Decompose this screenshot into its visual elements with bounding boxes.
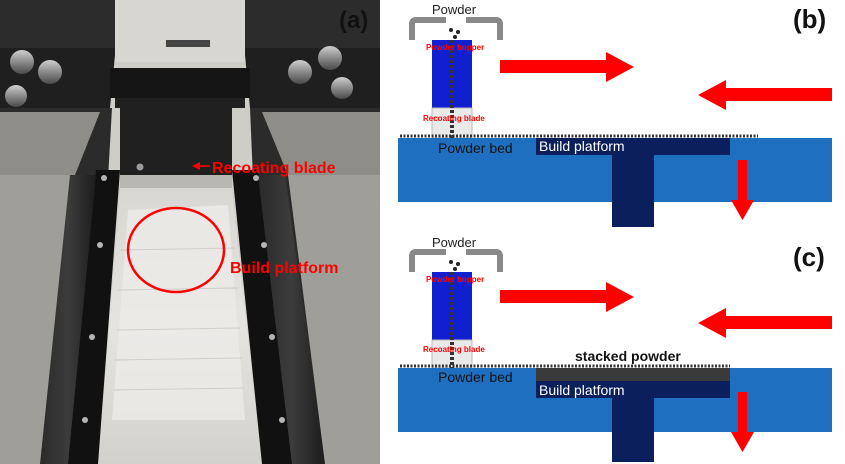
powder-hopper-label: Powder hopper [426, 43, 484, 52]
powder-grain [456, 262, 460, 266]
arrow-right-icon [500, 52, 634, 82]
powder-feed-right-icon [466, 249, 503, 272]
build-platform-shaft [612, 155, 654, 227]
build-platform [536, 138, 730, 155]
build-platform-label: Build platform [539, 138, 625, 154]
powder-grain [453, 267, 457, 271]
back-wall [100, 0, 260, 62]
recoating-blade [120, 175, 232, 189]
screw-icon [136, 163, 144, 171]
arrow-down-icon [731, 160, 754, 220]
roller-icon [331, 77, 353, 99]
powder-hopper-label: Powder hopper [426, 275, 484, 284]
panel-c-label: (c) [793, 242, 825, 272]
right-rail-face [258, 175, 325, 464]
panel-b-label: (b) [793, 4, 826, 34]
left-rail-face [40, 175, 96, 464]
powder-grain [449, 28, 453, 32]
back-slot [166, 40, 210, 47]
stacked-powder [536, 368, 730, 381]
build-platform-highlight [126, 206, 226, 294]
powder-bed-label: Powder bed [438, 369, 513, 385]
right-block-top [245, 0, 380, 48]
roller-icon [288, 60, 312, 84]
roller-icon [38, 60, 62, 84]
panel-a-photo: Recoating blade Build platform (a) [0, 0, 380, 464]
powder-label: Powder [432, 235, 477, 250]
powder-feed-right-icon [466, 17, 503, 40]
recoating-blade-label: Recoating blade [423, 114, 485, 123]
left-rail-inner [66, 170, 120, 464]
roller-icon [5, 85, 27, 107]
panel-b-diagram: (b) Powder Powder hopper Recoating blade… [398, 2, 832, 227]
right-rail-inner [232, 170, 292, 464]
pointer-arrowhead-icon [192, 162, 200, 170]
stacked-powder-label: stacked powder [575, 348, 681, 364]
build-platform-label: Build platform [539, 382, 625, 398]
powder-grain [456, 30, 460, 34]
part-layer-lines [113, 247, 245, 391]
roller-icon [318, 46, 342, 70]
hopper-rim [110, 68, 250, 98]
powder-grain [449, 260, 453, 264]
arrow-left-icon [698, 308, 832, 338]
left-block-top [0, 0, 115, 48]
left-plate [0, 112, 100, 175]
arrow-left-icon [698, 80, 832, 110]
powder-grain [453, 35, 457, 39]
right-plate-lower [288, 175, 380, 464]
arrow-right-icon [500, 282, 634, 312]
powder-feed-left-icon [409, 17, 446, 40]
panel-c-diagram: (c) Powder Powder hopper Recoating blade… [398, 235, 832, 462]
arrow-down-icon [731, 392, 754, 452]
left-plate-lower [0, 175, 70, 464]
powder-feed-left-icon [409, 249, 446, 272]
printed-part [112, 205, 245, 420]
rail-screws [82, 175, 285, 423]
recoating-blade-label: Recoating blade [423, 345, 485, 354]
powder-bed-label: Powder bed [438, 140, 513, 156]
panel-a-label: (a) [339, 7, 368, 34]
right-plate [262, 112, 380, 175]
build-platform-shaft [612, 398, 654, 462]
powder-label: Powder [432, 2, 477, 17]
roller-icon [10, 50, 34, 74]
build-platform [536, 381, 730, 398]
recoating-blade-label: Recoating blade [212, 160, 336, 177]
build-platform-label: Build platform [230, 260, 338, 277]
